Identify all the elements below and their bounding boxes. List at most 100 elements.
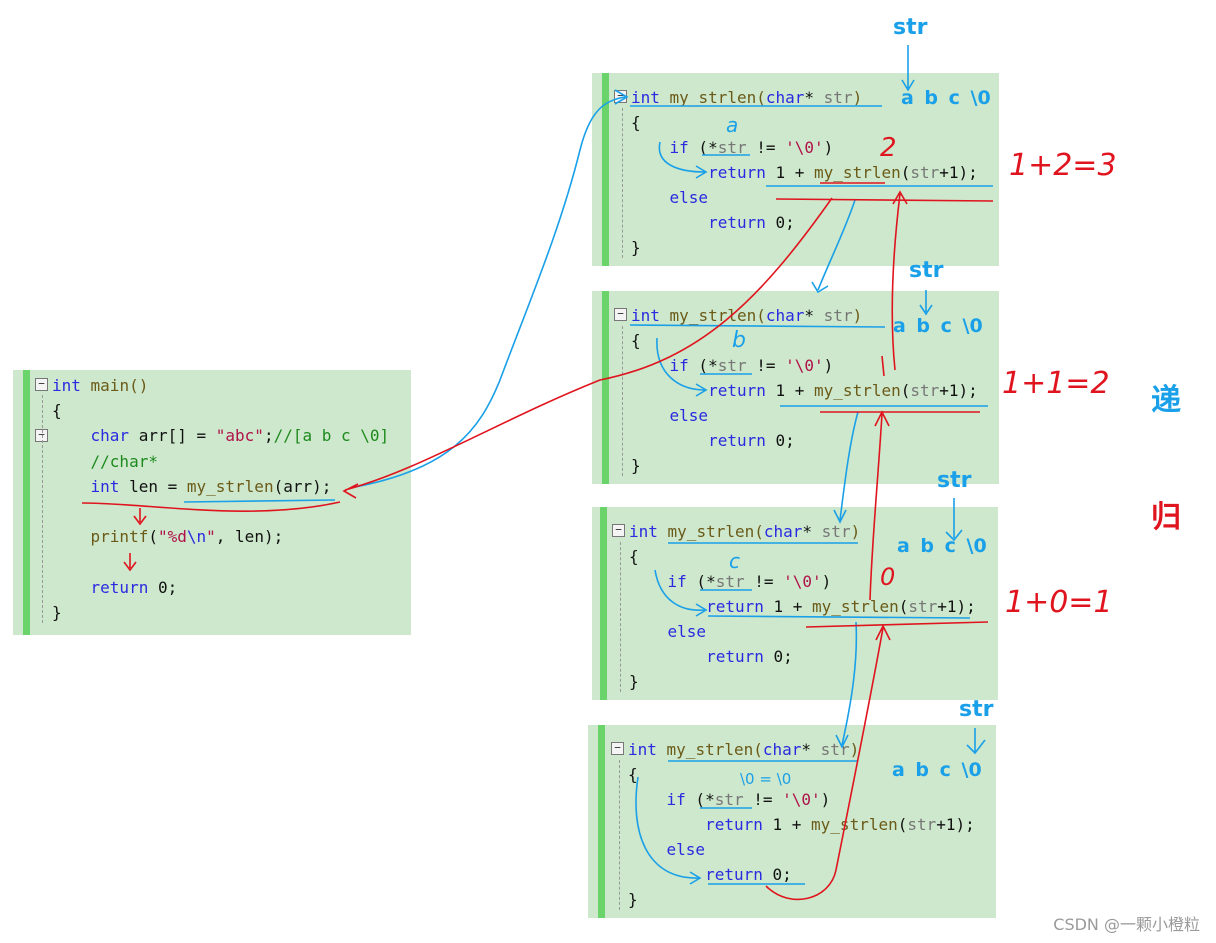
code-token: return	[705, 815, 763, 834]
code-token: '\0'	[785, 356, 824, 375]
code-token: str	[715, 572, 745, 591]
call-arrow-main-to-frame-1	[349, 96, 626, 489]
code-token: )	[849, 740, 860, 759]
code-token: "	[206, 527, 216, 547]
code-token: !=	[746, 138, 786, 157]
str-arrow-3	[945, 498, 963, 542]
code-token: return	[706, 597, 764, 616]
code-token: (	[897, 815, 908, 834]
code-token: '\0'	[783, 572, 822, 591]
code-token: +1);	[936, 815, 975, 834]
indent-guide	[620, 542, 621, 692]
code-token: if	[667, 572, 687, 591]
collapse-toggle-icon[interactable]: −	[35, 378, 48, 391]
code-token: !=	[744, 572, 784, 591]
code-token: return	[706, 647, 764, 666]
code-token: +1);	[939, 381, 978, 400]
code-token: )	[821, 572, 832, 591]
code-token: }	[628, 890, 638, 909]
str-arrow-4	[966, 728, 986, 755]
code-token: *	[801, 740, 821, 759]
code-token: "%d	[157, 527, 187, 547]
code-token: (	[898, 597, 909, 616]
func-code-frame-1-line: return 0;	[631, 213, 795, 233]
code-gutter	[598, 725, 605, 918]
code-token: return	[90, 577, 149, 597]
code-token: (	[900, 381, 911, 400]
code-token: int	[631, 306, 660, 325]
func-code-frame-4-line: else	[628, 840, 706, 860]
code-token: else	[669, 188, 709, 207]
main-code-line: //char*	[52, 452, 158, 472]
func-code-frame-1-line: {	[631, 113, 641, 133]
main-code-line: {	[52, 401, 62, 421]
collapse-toggle-icon[interactable]: −	[611, 742, 624, 755]
code-token: return	[708, 213, 766, 232]
frame-4-compare-note: \0 = \0	[740, 770, 792, 788]
func-code-frame-4-line: if (*str != '\0')	[628, 790, 831, 810]
code-token: char	[765, 88, 805, 107]
code-token: 1 +	[762, 815, 812, 834]
code-token: *	[802, 522, 822, 541]
func-code-frame-2-line: if (*str != '\0')	[631, 356, 834, 376]
func-code-frame-1-line: }	[631, 238, 641, 258]
frame-2-str-label: str	[909, 258, 944, 283]
code-gutter	[600, 507, 607, 700]
code-token: }	[629, 672, 639, 691]
code-token: }	[631, 456, 641, 475]
return-arrow-frame-1-to-main	[342, 197, 833, 499]
call-arrow-frame-2-to-3	[833, 411, 859, 524]
code-token: 0;	[765, 213, 795, 232]
code-gutter	[602, 291, 609, 484]
code-token: arr[] =	[129, 426, 216, 446]
return-arrow-frame-4-to-3	[765, 624, 891, 901]
code-token: int	[628, 740, 657, 759]
code-token: 1 +	[765, 381, 815, 400]
code-token: *	[804, 88, 824, 107]
code-token: 0;	[763, 647, 793, 666]
func-code-frame-3-line: else	[629, 622, 707, 642]
code-token: if	[669, 356, 689, 375]
frame-2-code-block	[592, 291, 999, 484]
code-token: int	[90, 476, 120, 496]
code-token: char	[763, 522, 803, 541]
code-token: int	[631, 88, 660, 107]
func-code-frame-2-line: }	[631, 456, 641, 476]
code-gutter	[602, 73, 609, 266]
indent-guide	[619, 760, 620, 910]
code-token: )	[850, 522, 861, 541]
code-token: my_strlen(	[659, 88, 766, 107]
frame-2-sum-annotation: 1+1=2	[1002, 366, 1110, 401]
code-token: 1 +	[763, 597, 813, 616]
code-token: str	[910, 381, 940, 400]
code-token: int	[52, 376, 81, 395]
collapse-toggle-icon[interactable]: −	[614, 308, 627, 321]
code-token: (arr);	[273, 476, 332, 496]
frame-1-code-block	[592, 73, 999, 266]
red-underline-main	[81, 501, 341, 512]
func-code-frame-3-line: {	[629, 547, 639, 567]
code-token: 1 +	[765, 163, 815, 182]
func-code-frame-2-line: else	[631, 406, 709, 426]
main-code-line: return 0;	[52, 577, 178, 598]
indent-guide	[622, 326, 623, 476]
code-token: my_strlen	[811, 815, 898, 834]
collapse-toggle-icon[interactable]: −	[35, 429, 48, 442]
code-token: return	[705, 865, 763, 884]
code-token: char	[765, 306, 805, 325]
code-token: str	[717, 356, 747, 375]
return-label: 归	[1151, 500, 1181, 535]
func-code-frame-2-line: {	[631, 331, 641, 351]
collapse-toggle-icon[interactable]: −	[612, 524, 625, 537]
code-token: main()	[80, 376, 149, 395]
func-code-frame-2-line: return 0;	[631, 431, 795, 451]
call-arrow-frame-1-to-2	[811, 199, 856, 294]
code-token: char	[762, 740, 802, 759]
code-token: my_strlen	[186, 476, 274, 496]
frame-2-char-row: a b c \0	[893, 315, 983, 337]
code-token: )	[823, 356, 834, 375]
code-token: *	[804, 306, 824, 325]
code-token: {	[631, 331, 641, 350]
code-token: if	[666, 790, 686, 809]
code-token: +1);	[937, 597, 976, 616]
